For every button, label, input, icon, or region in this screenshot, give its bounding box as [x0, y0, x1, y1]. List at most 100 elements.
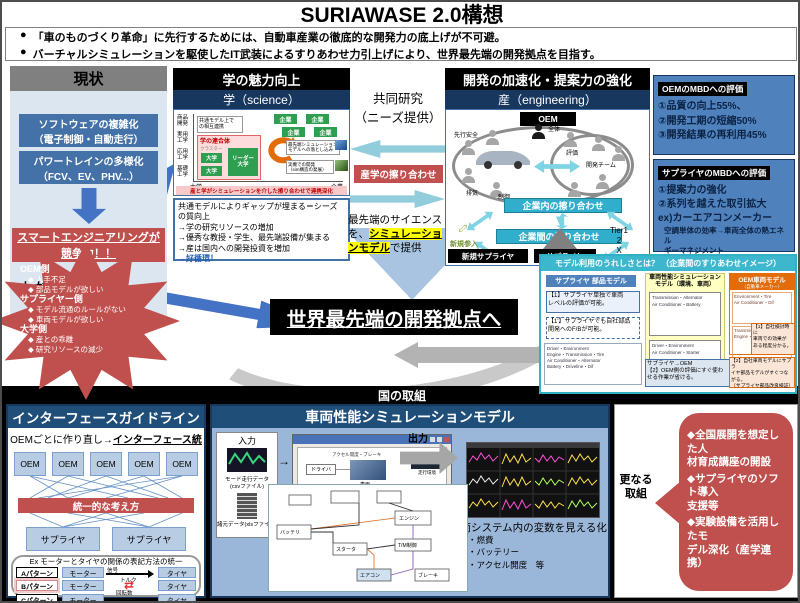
burst-oem-title: OEM側: [20, 264, 50, 274]
person-icon: [596, 174, 609, 189]
sim-dropin-note: 最先端シミュレーション モデルへの落とし込み: [286, 140, 340, 155]
person-icon: [612, 146, 625, 161]
input-file-2: 諸元データ(xlsファイル): [217, 522, 277, 529]
current-powertrain-box: パワートレインの多様化 （FCV、EV、PHV...）: [19, 151, 158, 184]
flow-arrow-icon: →: [278, 454, 290, 468]
bullet-icon: ●: [20, 29, 27, 41]
intro-box: ● 「車のものづくり革命」に先行するためには、自動車産業の徹底的な開発力の底上げ…: [5, 27, 797, 61]
problem-starburst-text: OEM側 ◆ 人手不足 ◆ 部品モデルが欲しい サプライヤー側 ◆ モデル流通の…: [20, 264, 172, 354]
cluster-label: クラスター: [200, 146, 223, 151]
visualize-item: ・アクセル開度 等: [468, 559, 545, 570]
y-axis: [193, 114, 194, 182]
block-diagram: バッテリ スタータ エンジン T/M制御 エアコン ブレーキ: [276, 490, 450, 582]
further-label: 更なる 取組: [619, 473, 653, 500]
unified-approach-bar: 統一的な考え方: [18, 498, 194, 513]
alliance-label: 学の連合体: [200, 139, 231, 145]
maximize-icon: [437, 437, 442, 442]
eval-item: ①品質の向上55%、: [658, 101, 747, 112]
eval-item: ex)カーエアコンメーカー: [658, 213, 773, 224]
tire-box: タイヤ: [158, 594, 196, 601]
input-file-1: モード走行データ (csvファイル): [224, 477, 269, 490]
univ-box: 大学: [201, 166, 222, 176]
industry-diagram: OEM 先行安全 全体 評価 開発チーム 排気 制御 企業内の擦り合わせ: [445, 109, 650, 266]
y-label: 応用 工学: [177, 149, 189, 162]
diagram-label: ブレーキ: [418, 572, 438, 579]
intro-bullet-1: ● 「車のものづくり革命」に先行するためには、自動車産業の徹底的な開発力の底上げ…: [6, 28, 796, 45]
sim-model-sub1: Transmission・Alternator Air Conditioner・…: [649, 292, 721, 337]
motor-box: モーター: [62, 580, 104, 591]
further-item: ◆実験設備を活用したモ デル深化（産学連携）: [687, 516, 780, 570]
close-icon: [444, 437, 449, 442]
alliance-box: 学の連合体 クラスター 大学 大学 リーダー 大学: [197, 135, 261, 180]
signal-label: 信号: [107, 568, 119, 574]
label-safety: 先行安全: [454, 133, 479, 139]
benefit-cycle: →好循環！: [178, 253, 218, 263]
model-merit-panel: モデル利用のうれしさとは？ （企業間のすりあわせイメージ） サプライヤ 部品モデ…: [539, 254, 797, 394]
supplier-mbd-eval-items: ①提案力の強化 ②系列を越えた取引拡大 ex)カーエアコンメーカー 空調単体の効…: [658, 184, 790, 255]
academia-panel: 学の魅力向上 学（science） 商品 開発 実用 工学 応用 工学 基礎 工…: [173, 68, 350, 196]
benefit-line: →優秀な教授・学生、最先端設備が集まる: [178, 233, 330, 243]
pattern-b-box: Bパターン: [16, 580, 58, 591]
oem-node: OEM: [166, 452, 198, 476]
visualize-item: ・燃費: [468, 535, 494, 545]
current-software-box: ソフトウェアの複雑化 （電子制御・自動走行）: [19, 114, 158, 147]
intro-bullet-2-text: バーチャルシミュレーションを駆使したIT武装によるすりあわせ力引上げにより、世界…: [32, 49, 601, 61]
burst-supplier-title: サプライヤー側: [20, 294, 83, 304]
eval-item: ①提案力の強化: [658, 185, 727, 196]
oem-node: OEM: [52, 452, 84, 476]
vehicle-image: [350, 460, 386, 480]
thumbnail-image: [335, 160, 348, 171]
eval-item: ②開発工期の短縮50%: [658, 115, 757, 127]
academia-chart: 商品 開発 実用 工学 応用 工学 基礎 工学 共通モデル上で の相互連携 学の…: [173, 109, 350, 196]
oem-merit-note-1: 【2】自社車両モデルにサプラ イヤ部品モデルがすぐつながる。 （サプライヤ部品改…: [729, 357, 795, 389]
supplier-model-header: サプライヤ 部品モデル: [546, 275, 636, 287]
arrow-line: [106, 573, 150, 575]
y-label: 実用 工学: [177, 132, 189, 145]
oem-model-title: OEM車両モデル: [738, 277, 786, 284]
academia-header: 学の魅力向上: [173, 68, 350, 90]
sangaku-suriawase-box: 産学の擦り合わせ: [354, 165, 443, 183]
intro-bullet-1-text: 「車のものづくり革命」に先行するためには、自動車産業の徹底的な開発力の底上げが不…: [32, 32, 506, 44]
common-model-note: 共通モデル上で の相互連携: [197, 116, 243, 133]
oem-node: OEM: [128, 452, 160, 476]
diagram-label: スタータ: [336, 546, 356, 553]
tire-box: タイヤ: [158, 580, 196, 591]
company-box: 企業: [282, 127, 305, 137]
minimize-icon: [430, 437, 435, 442]
pattern-c-box: Cパターン: [16, 594, 58, 601]
vertical-arrow-icon: [556, 213, 568, 229]
burst-item: ◆ 車両モデルが欲しい: [28, 314, 104, 324]
plots-grid: [467, 448, 599, 517]
oem-mbd-eval-header: OEMのMBDへの評価: [658, 82, 748, 96]
connector-line: [336, 469, 350, 470]
document-icon: [237, 493, 257, 520]
merit-note-1b: 【1'】サプライヤでも自社部品 開発へのF/Bが可能。: [546, 317, 640, 339]
person-icon: [564, 132, 577, 147]
company-box: 企業: [314, 127, 337, 137]
academia-subheader: 学（science）: [173, 90, 350, 109]
academia-benefit-box: 共通モデルによりギャップが埋まる＝シーズの質向上 →学の研究リソースの増加 →優…: [173, 198, 350, 263]
environment-label: 走行環境: [418, 470, 436, 475]
pedal-label: アクセル開度・ブレーキ: [332, 452, 382, 457]
oem-merit-note-2: 【1】自社検討時に 車両での効果が ある程度分かる。: [751, 323, 795, 355]
example-title: Ex モーターとタイヤの関係の表記方法の統一: [29, 556, 183, 566]
waveform-icon: [227, 448, 267, 472]
merit-note-1: 【1】サプライヤ単独で車両 レベルの評価が可能。: [546, 291, 640, 313]
tire-box: タイヤ: [158, 567, 196, 578]
oem-box: OEM: [520, 112, 576, 126]
interface-body: OEMごとに作り直し→インターフェース統一 OEM OEM OEM OEM OE…: [8, 428, 204, 601]
supplier-node: サプライヤ: [112, 527, 186, 551]
bidirectional-arrow-icon: ⇄: [123, 577, 135, 592]
motor-box: モーター: [62, 594, 104, 601]
motor-box: モーター: [62, 567, 104, 578]
benefit-line: →産は国内への開発投資を増加: [178, 243, 290, 253]
industry-header: 開発の加速化・提案力の強化: [445, 68, 650, 90]
company-box: 企業: [274, 114, 297, 124]
vehicle-sim-body: 入力 モード走行データ (csvファイル) 諸元データ(xlsファイル) → →…: [212, 428, 608, 596]
page-title: SURIAWASE 2.0構想: [300, 4, 504, 27]
burst-item: ◆ 部品モデルが欲しい: [28, 284, 104, 294]
diagram-label: エンジン: [399, 516, 419, 522]
oem-model-header: OEM車両モデル （自動車メーカー）: [730, 274, 794, 290]
provide-text: 最先端のサイエンスを、シミュレーションモデルで提供: [348, 213, 445, 256]
person-icon: [532, 124, 545, 139]
